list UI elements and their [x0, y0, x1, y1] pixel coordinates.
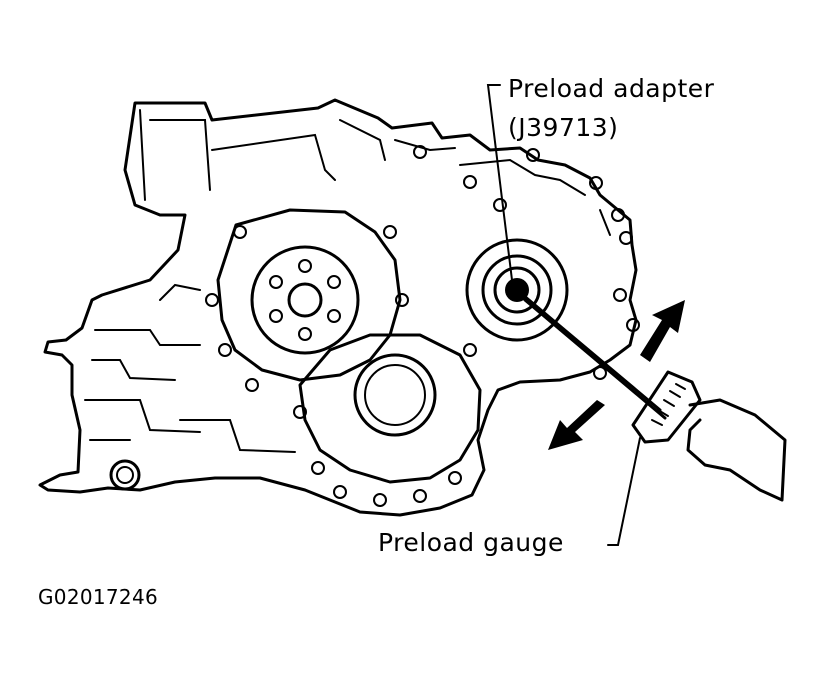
rotation-arrow-up-icon — [640, 300, 685, 362]
flange-bolt-holes — [269, 259, 341, 341]
right-bearing-seal — [481, 254, 553, 326]
preload-adapter — [493, 266, 541, 314]
rotation-arrow-down-icon — [548, 400, 605, 450]
hand — [686, 398, 787, 502]
preload-adapter-part-number: (J39713) — [508, 113, 619, 142]
preload-adapter-label: Preload adapter — [508, 74, 715, 103]
lower-housing-outline — [298, 333, 482, 484]
preload-gauge-label: Preload gauge — [378, 528, 564, 557]
gauge-rod — [515, 288, 662, 412]
gauge-rod-lower — [523, 298, 667, 420]
left-side-details — [84, 283, 296, 453]
drain-plug-inner — [116, 466, 134, 484]
lower-bore-inner — [364, 364, 426, 426]
gauge-leader-line — [607, 437, 641, 546]
lower-bore — [353, 353, 437, 437]
differential-flange-hub — [287, 282, 323, 318]
case-bolt-bosses — [205, 145, 640, 507]
gauge-scale — [651, 383, 686, 426]
flange-plate-outline — [216, 208, 402, 382]
case-upper-detail — [139, 109, 611, 236]
adapter-leader-line — [486, 84, 513, 281]
transaxle-case-outline — [38, 98, 638, 517]
preload-gauge-dial — [631, 370, 702, 444]
right-bearing-housing — [465, 238, 569, 342]
differential-flange-outer — [250, 245, 360, 355]
drain-plug — [109, 459, 141, 491]
figure-code: G02017246 — [38, 585, 158, 609]
